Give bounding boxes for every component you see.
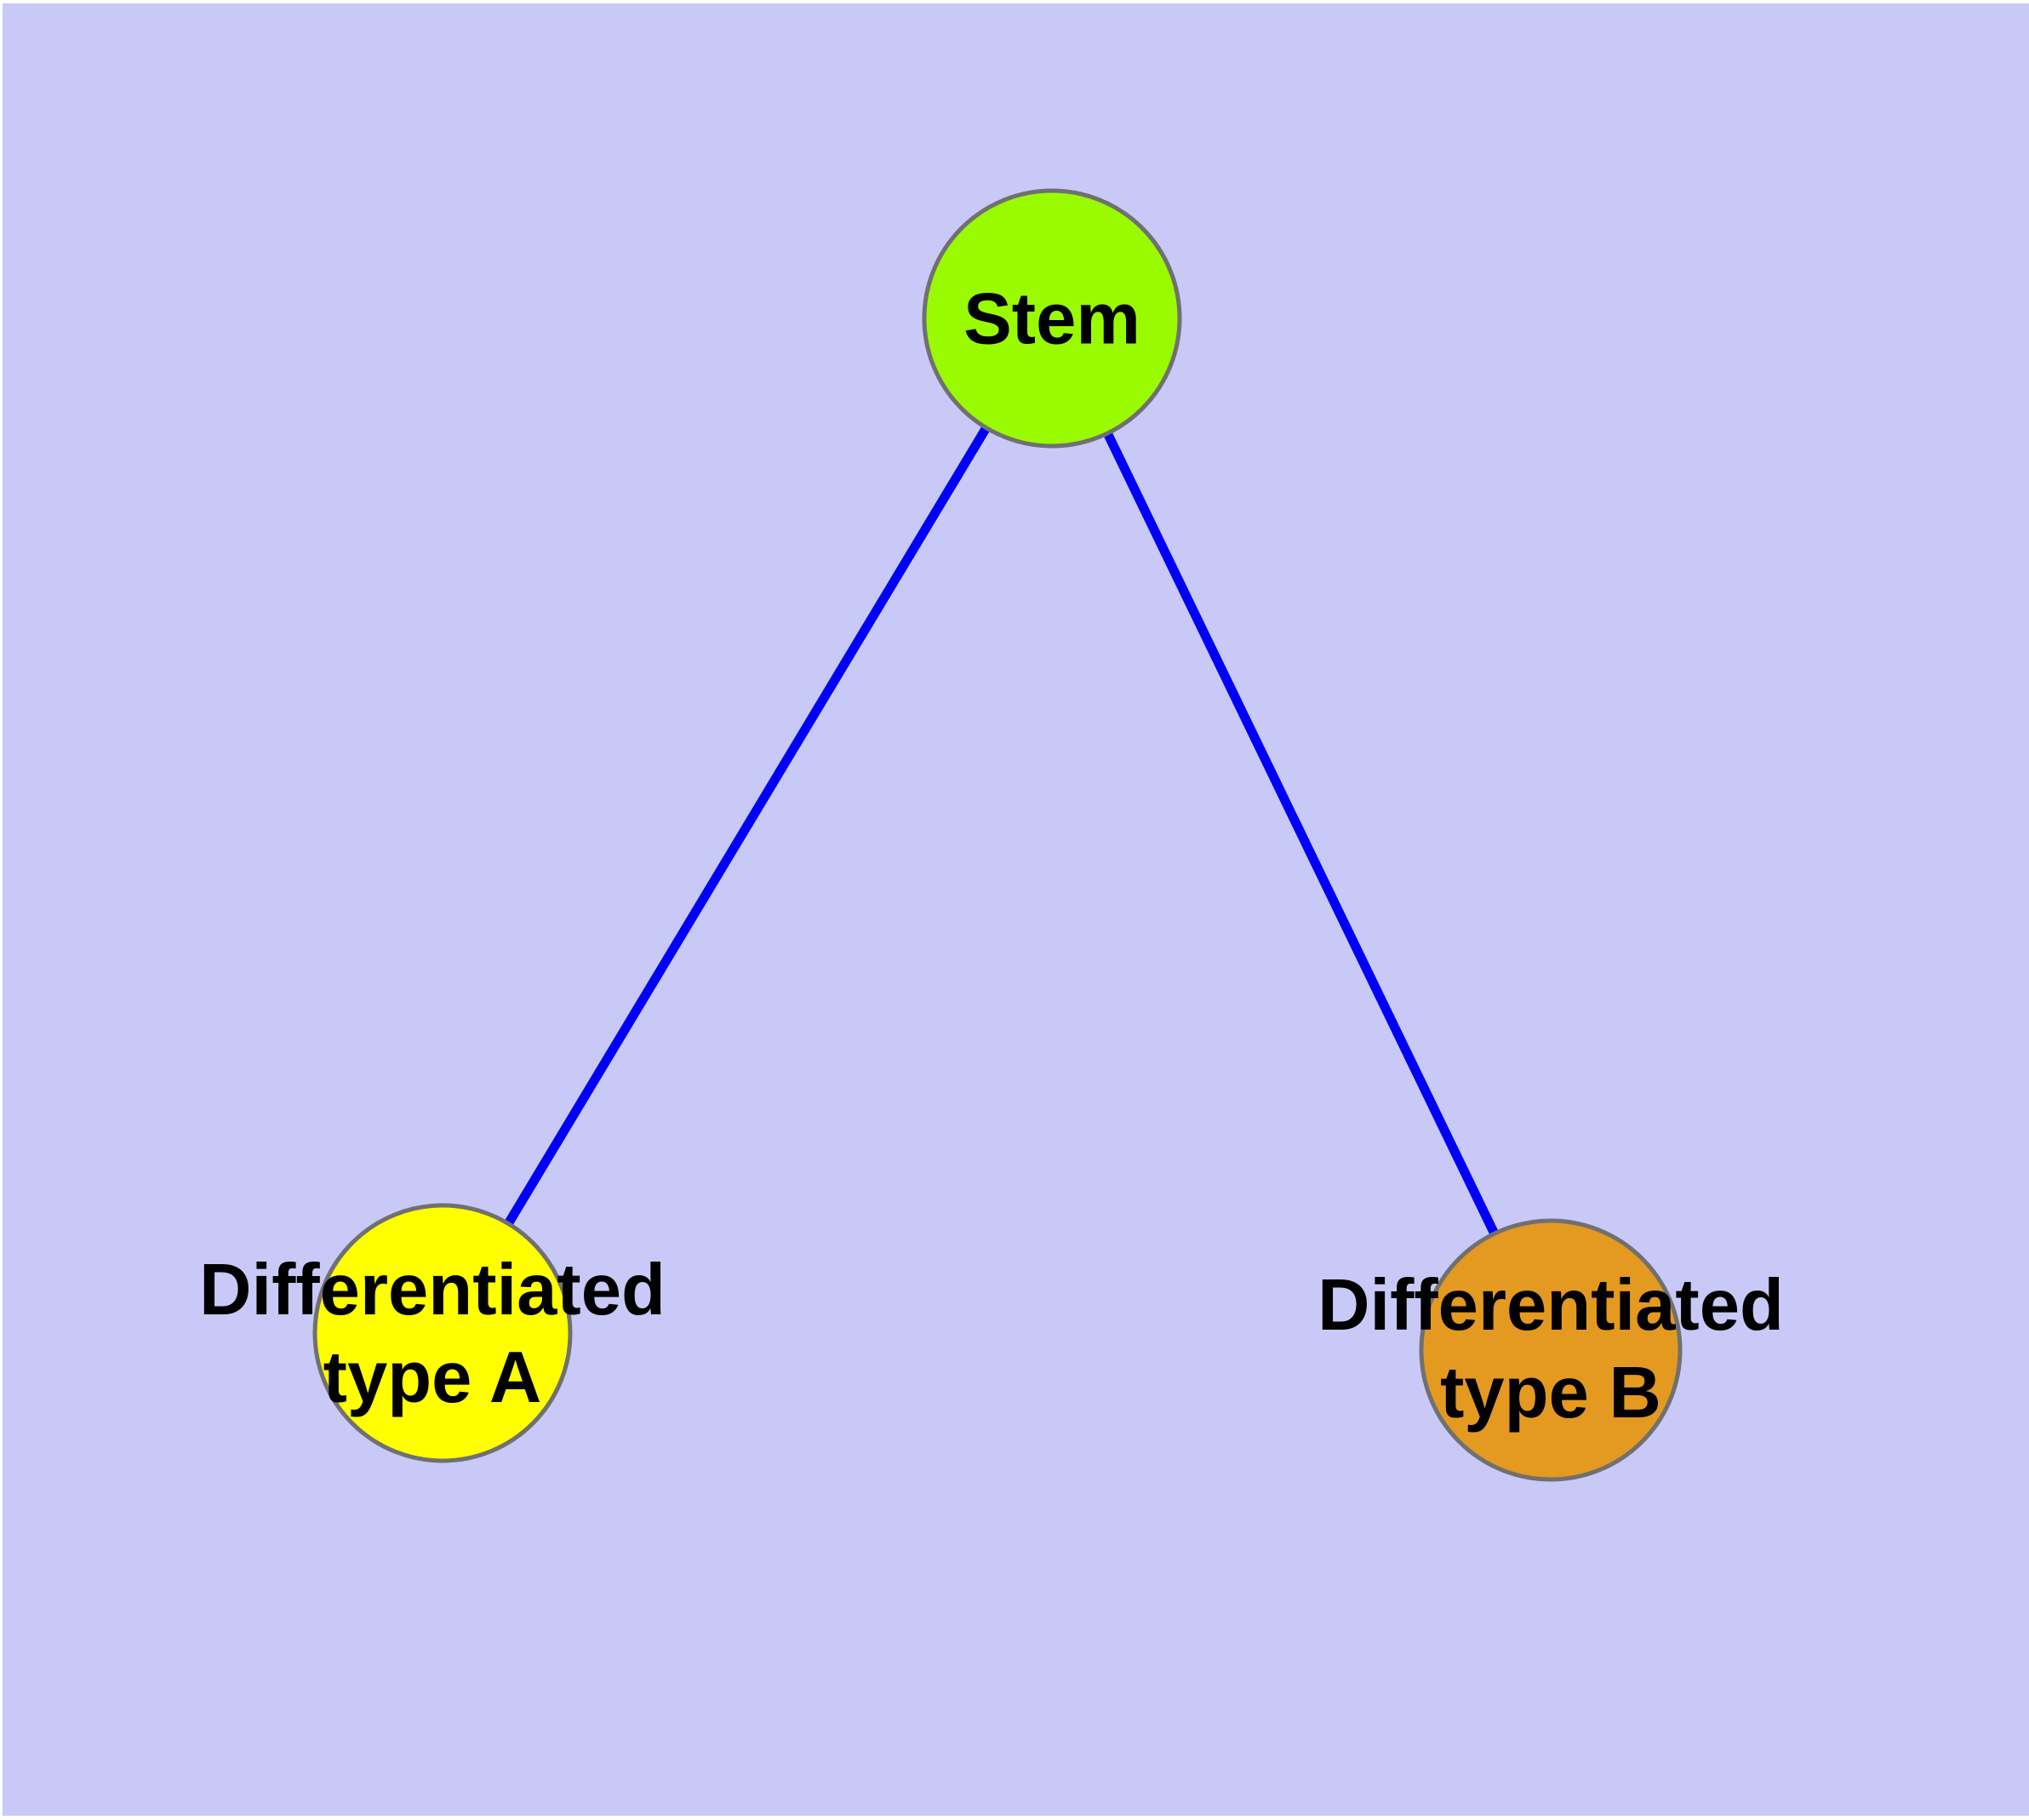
node-circle-differentiated-type-a[interactable] [312, 1203, 573, 1463]
node-circle-stem[interactable] [922, 188, 1182, 449]
edge-stem-to-type-b[interactable] [1048, 316, 1555, 1353]
edge-stem-to-type-a[interactable] [438, 316, 1056, 1336]
node-circle-differentiated-type-b[interactable] [1419, 1218, 1683, 1482]
